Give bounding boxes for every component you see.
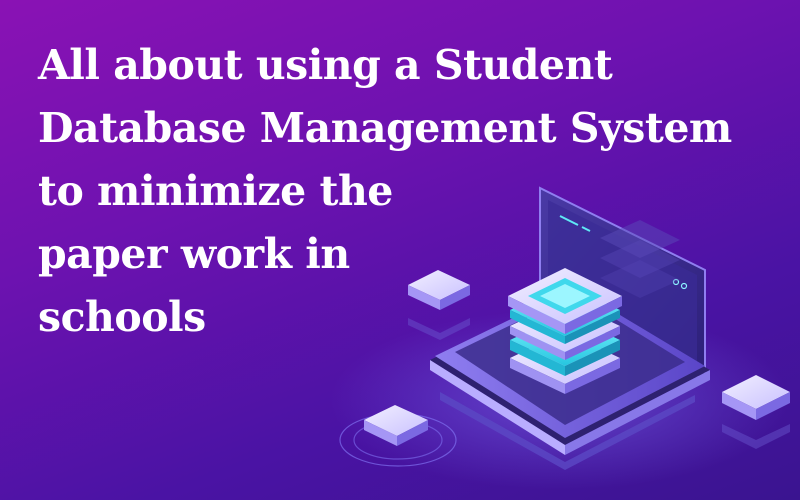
headline-line-5: schools <box>38 293 206 341</box>
headline-line-1: All about using a Student <box>38 41 613 89</box>
headline-line-2: Database Management System <box>38 104 732 152</box>
floating-tile-bottom <box>339 405 457 467</box>
floating-tile-right <box>722 375 790 449</box>
headline-line-3: to minimize the <box>38 167 393 215</box>
headline-line-4: paper work in <box>38 230 350 278</box>
headline: All about using a Student Database Manag… <box>38 34 738 349</box>
